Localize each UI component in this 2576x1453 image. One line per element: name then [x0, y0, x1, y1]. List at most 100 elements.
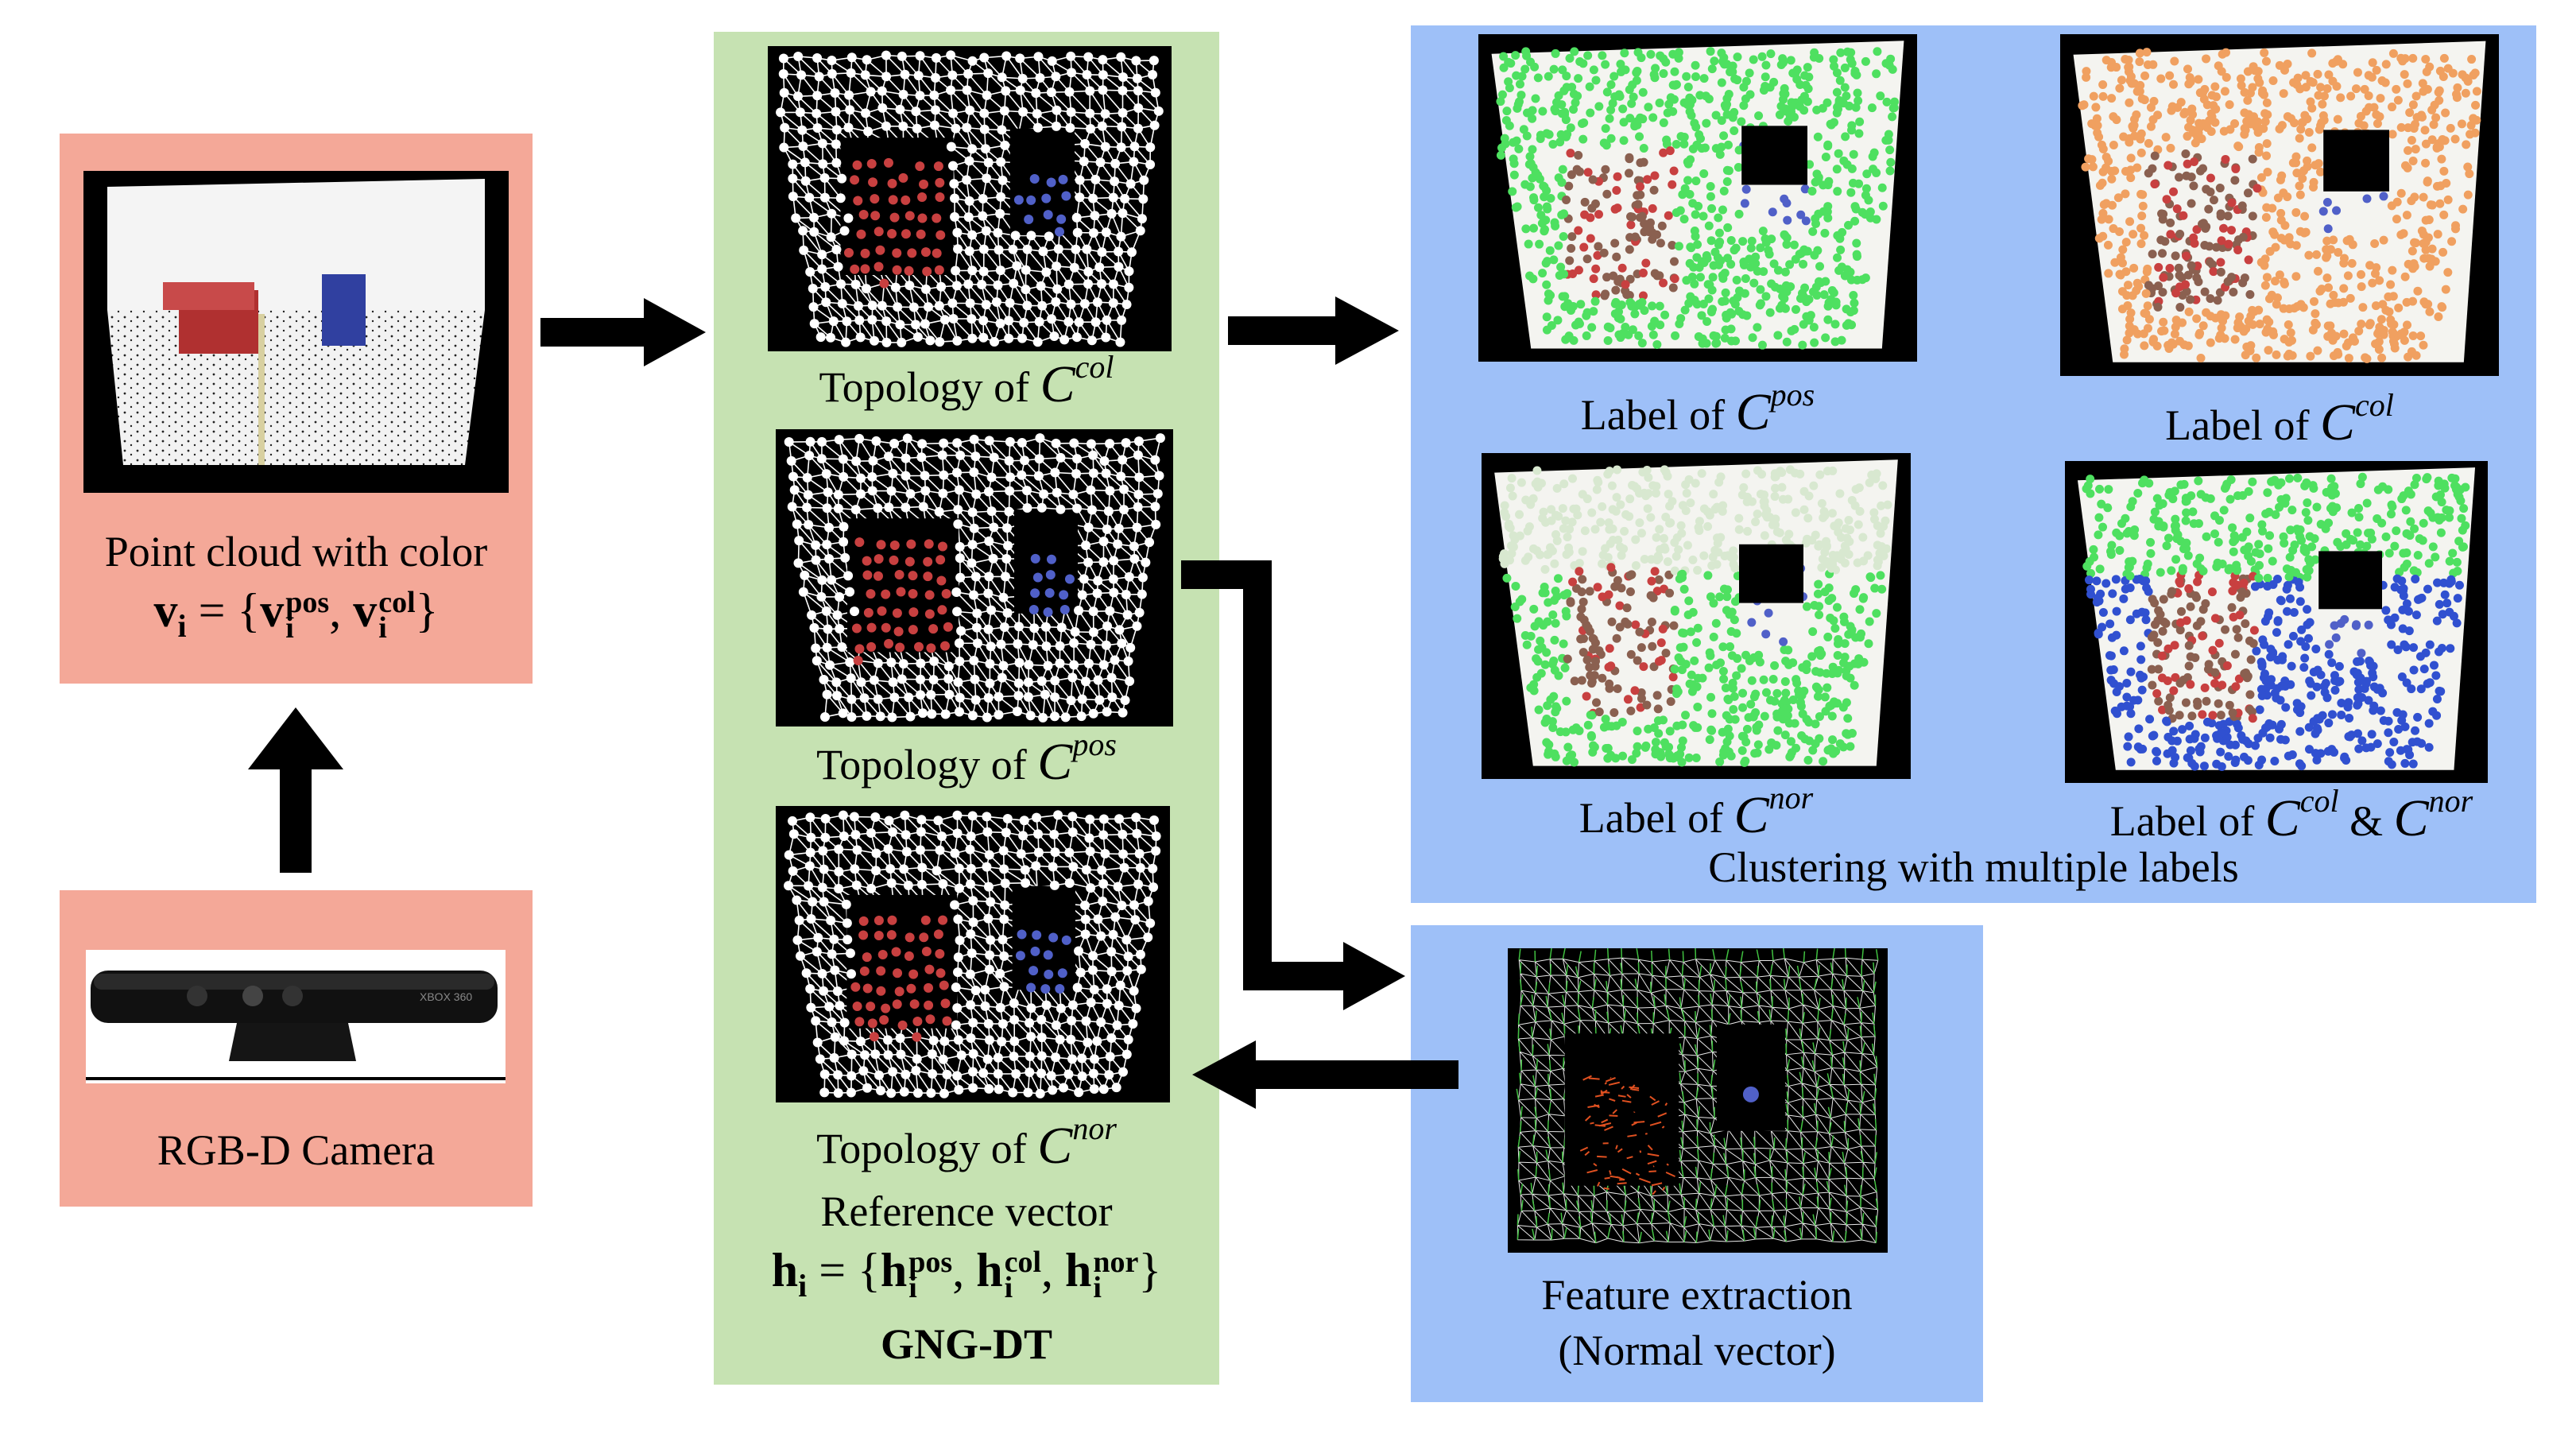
- feature-caption-line2: (Normal vector): [1558, 1327, 1836, 1374]
- superscript: pos: [1770, 377, 1815, 413]
- symbol-c: C: [2320, 393, 2356, 451]
- formula-comma: ,: [329, 584, 354, 637]
- symbol-c: C: [1735, 383, 1771, 441]
- topology-nor-image: [776, 806, 1170, 1102]
- cluster-label-points: [1494, 459, 1898, 767]
- formula-vector: v: [260, 584, 285, 637]
- formula-comma: ,: [952, 1244, 977, 1296]
- formula-index: i: [285, 611, 294, 645]
- formula-comma: ,: [1041, 1244, 1066, 1296]
- formula-index: i: [177, 608, 187, 644]
- point-cloud-image: [83, 171, 509, 493]
- formula-vector: h: [771, 1244, 799, 1296]
- label-col-nor-image: [2065, 461, 2488, 783]
- camera-label-text: RGB-D Camera: [157, 1126, 436, 1174]
- cluster-label-points: [2073, 41, 2486, 363]
- topology-prefix: Topology of: [816, 741, 1027, 788]
- formula-equals: = {: [807, 1244, 881, 1296]
- formula-index: i: [1004, 1271, 1013, 1305]
- label-prefix: Label of: [2109, 797, 2255, 845]
- camera-brand-text: XBOX 360: [420, 990, 472, 1003]
- reference-vector-text: Reference vector: [820, 1188, 1113, 1235]
- label-nor-image: [1482, 453, 1911, 779]
- superscript: nor: [1072, 1110, 1117, 1146]
- superscript: col: [2355, 387, 2394, 423]
- cluster-label-points: [2077, 467, 2476, 771]
- symbol-c: C: [2264, 789, 2300, 847]
- cluster-label-points: [1491, 41, 1904, 350]
- formula-component: nor: [1093, 1245, 1139, 1279]
- formula-close: }: [415, 584, 439, 637]
- reference-vector-caption: Reference vector: [714, 1188, 1219, 1235]
- label-col-image: [2060, 34, 2499, 376]
- point-cloud-caption: Point cloud with color: [60, 528, 533, 575]
- camera-label: RGB-D Camera: [60, 1126, 533, 1174]
- topology-mesh: [784, 810, 1161, 1098]
- formula-vector: h: [880, 1244, 908, 1296]
- formula-close: }: [1138, 1244, 1162, 1296]
- label-prefix: Label of: [1580, 391, 1726, 439]
- formula-index: i: [798, 1268, 808, 1304]
- superscript: col: [2299, 783, 2339, 819]
- symbol-c: C: [2393, 789, 2429, 847]
- arrow-cloud-to-gng: [540, 298, 706, 366]
- label-col-caption: Label of Ccol: [2060, 388, 2499, 452]
- topology-mesh: [776, 50, 1164, 347]
- formula-vector: h: [1065, 1244, 1092, 1296]
- formula-component: pos: [908, 1245, 953, 1279]
- label-pos-caption: Label of Cpos: [1478, 378, 1917, 442]
- superscript: pos: [1072, 726, 1117, 762]
- formula-component: col: [378, 585, 416, 619]
- superscript: col: [1075, 349, 1114, 385]
- point-cloud-caption-text: Point cloud with color: [104, 528, 488, 575]
- symbol-c: C: [1037, 1117, 1073, 1175]
- ampersand: &: [2349, 797, 2384, 845]
- arrow-gng-to-clustering: [1228, 296, 1399, 365]
- label-prefix: Label of: [1579, 794, 1724, 842]
- normal-vector-caption: (Normal vector): [1411, 1327, 1983, 1374]
- topology-nor-caption: Topology of Cnor: [714, 1111, 1219, 1176]
- normal-vector-mesh: [1516, 948, 1879, 1244]
- label-prefix: Label of: [2165, 401, 2310, 449]
- topology-pos-image: [776, 429, 1173, 726]
- topology-prefix: Topology of: [816, 1125, 1027, 1172]
- label-col-nor-caption: Label of Ccol & Cnor: [2065, 784, 2518, 848]
- formula-equals: = {: [186, 584, 261, 637]
- gng-dt-name: GNG-DT: [714, 1320, 1219, 1368]
- formula-vector: v: [353, 584, 378, 637]
- formula-component: pos: [285, 585, 330, 619]
- topology-mesh: [784, 433, 1165, 723]
- superscript: nor: [2428, 783, 2473, 819]
- formula-component: col: [1004, 1245, 1042, 1279]
- topology-col-image: [768, 46, 1172, 351]
- feature-extraction-caption: Feature extraction: [1411, 1271, 1983, 1319]
- clustering-caption: Clustering with multiple labels: [1411, 843, 2536, 891]
- arrow-camera-to-cloud: [248, 707, 343, 873]
- symbol-c: C: [1733, 786, 1769, 844]
- formula-index: i: [1093, 1271, 1102, 1305]
- topology-col-caption: Topology of Ccol: [714, 350, 1219, 414]
- formula-index: i: [908, 1271, 917, 1305]
- superscript: nor: [1768, 780, 1814, 816]
- kinect-camera-image: XBOX 360: [86, 950, 506, 1083]
- normal-vector-image: [1508, 948, 1888, 1253]
- formula-index: i: [378, 611, 387, 645]
- clustering-caption-text: Clustering with multiple labels: [1708, 843, 2239, 891]
- topology-prefix: Topology of: [819, 363, 1030, 411]
- label-nor-caption: Label of Cnor: [1482, 781, 1911, 845]
- feature-caption-line1: Feature extraction: [1541, 1271, 1853, 1319]
- label-pos-image: [1478, 34, 1917, 362]
- symbol-c: C: [1037, 733, 1073, 791]
- topology-pos-caption: Topology of Cpos: [714, 727, 1219, 792]
- formula-vector: h: [976, 1244, 1003, 1296]
- symbol-c: C: [1040, 355, 1075, 413]
- formula-vector: v: [153, 584, 178, 637]
- gng-dt-name-text: GNG-DT: [881, 1320, 1052, 1368]
